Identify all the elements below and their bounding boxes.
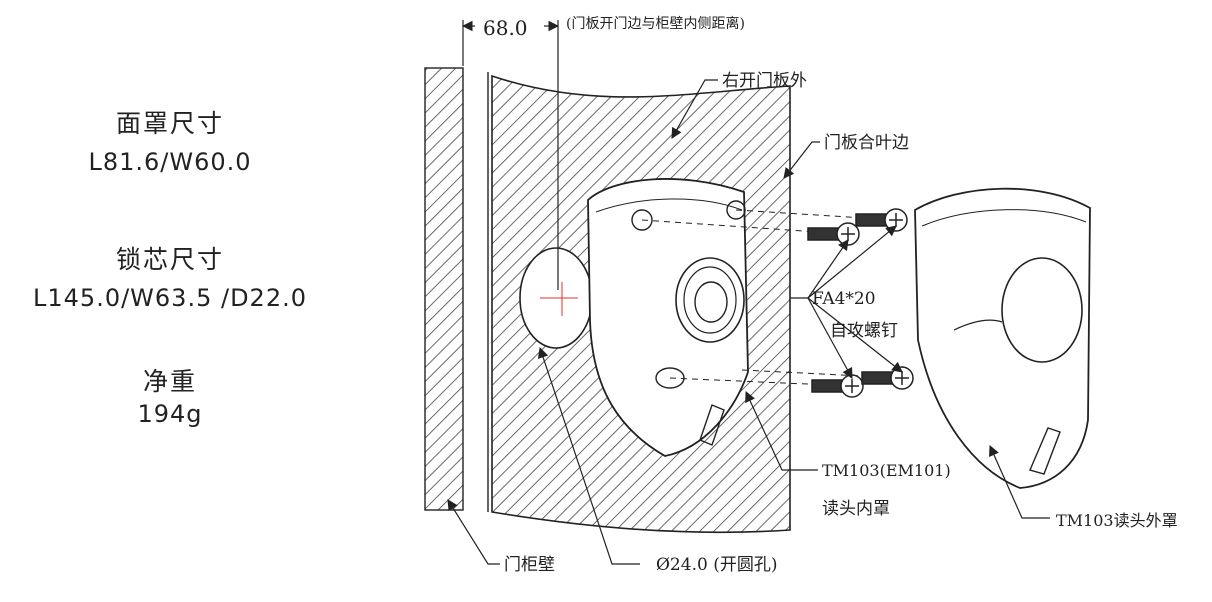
label-inner-cover-model: TM103(EM101)	[822, 461, 951, 480]
screw-3-icon	[811, 374, 864, 398]
faceplate-size-heading: 面罩尺寸	[115, 109, 224, 138]
leader-lines	[447, 79, 1050, 565]
label-door-hinge-edge: 门板合叶边	[824, 133, 909, 153]
dimension-68	[461, 20, 560, 290]
lock-core-size-value: L145.0/W63.5 /D22.0	[33, 284, 307, 312]
outer-cover-shape	[914, 187, 1091, 489]
dimension-value: 68.0	[483, 16, 528, 40]
dimension-note: (门板开门边与柜壁内侧距离)	[566, 15, 745, 32]
label-cabinet-wall: 门柜壁	[504, 555, 555, 575]
cabinet-wall-shape	[424, 67, 489, 512]
label-right-door-outer: 右开门板外	[722, 71, 807, 91]
lock-core-size: 锁芯尺寸 L145.0/W63.5 /D22.0	[0, 240, 340, 312]
lock-core-size-heading: 锁芯尺寸	[115, 245, 224, 274]
screw-1-icon	[807, 222, 860, 246]
net-weight: 净重 194g	[0, 362, 340, 428]
faceplate-size: 面罩尺寸 L81.6/W60.0	[0, 104, 340, 176]
net-weight-value: 194g	[137, 400, 203, 428]
screw-4-icon	[861, 366, 914, 390]
label-hole: Ø24.0 (开圆孔)	[656, 555, 777, 575]
label-outer-cover: TM103读头外罩	[1056, 511, 1178, 530]
screws	[807, 208, 914, 398]
net-weight-heading: 净重	[142, 367, 197, 396]
label-screw-spec: FA4*20	[812, 289, 876, 309]
faceplate-size-value: L81.6/W60.0	[88, 148, 252, 176]
hole-opening	[519, 247, 593, 349]
inner-cover-shape	[587, 178, 749, 457]
label-inner-cover-name: 读头内罩	[822, 499, 890, 519]
screw-2-icon	[855, 208, 908, 232]
label-screw-type: 自攻螺钉	[830, 321, 898, 341]
